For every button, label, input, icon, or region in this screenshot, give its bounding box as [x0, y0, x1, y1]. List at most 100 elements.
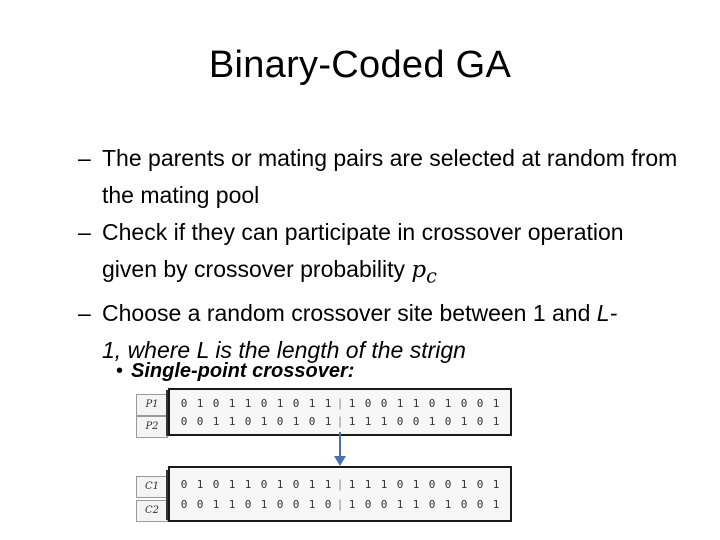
- bit: 1: [428, 414, 436, 428]
- bit: 0: [380, 497, 388, 511]
- bit: 1: [244, 396, 252, 410]
- bit: 1: [308, 396, 316, 410]
- sub-bullet-single-point: • Single-point crossover:: [116, 360, 354, 383]
- bit: 1: [444, 497, 452, 511]
- bit: 0: [444, 477, 452, 491]
- crossover-site-separator: |: [338, 396, 342, 410]
- bit: 1: [212, 414, 220, 428]
- bit: 1: [260, 497, 268, 511]
- bit: 0: [428, 477, 436, 491]
- bit: 1: [412, 477, 420, 491]
- bit: 0: [428, 497, 436, 511]
- label-bracket: [166, 390, 168, 436]
- bit: 0: [364, 396, 372, 410]
- label-c2: C2: [136, 500, 168, 522]
- crossover-site-separator: |: [338, 414, 342, 428]
- bit: 1: [196, 396, 204, 410]
- bit: 0: [476, 396, 484, 410]
- crossover-site-separator: |: [338, 497, 342, 511]
- bit: 0: [428, 396, 436, 410]
- bit: 1: [276, 396, 284, 410]
- bit: 0: [244, 414, 252, 428]
- bit: 0: [180, 396, 188, 410]
- bit: 0: [476, 497, 484, 511]
- bit: 1: [412, 497, 420, 511]
- bit: 0: [180, 497, 188, 511]
- dash-marker: –: [78, 219, 91, 245]
- bit: 1: [492, 396, 500, 410]
- bit: 0: [244, 497, 252, 511]
- dash-marker: –: [78, 145, 91, 171]
- bit: 0: [460, 497, 468, 511]
- bit: 0: [412, 414, 420, 428]
- bit: 0: [444, 414, 452, 428]
- bit: 0: [476, 414, 484, 428]
- crossover-site-separator: |: [338, 477, 342, 491]
- bit: 1: [212, 497, 220, 511]
- bit: 0: [292, 477, 300, 491]
- bullet-var: L-: [596, 299, 618, 326]
- bit: 1: [196, 477, 204, 491]
- bit: 0: [324, 497, 332, 511]
- probability-symbol: pc: [411, 257, 436, 288]
- symbol-subscript: c: [426, 264, 437, 288]
- bit: 0: [180, 477, 188, 491]
- bit: 0: [212, 477, 220, 491]
- bit: 1: [228, 396, 236, 410]
- bit: 1: [444, 396, 452, 410]
- bit: 1: [348, 477, 356, 491]
- bit: 1: [412, 396, 420, 410]
- bit: 1: [292, 414, 300, 428]
- bullet-crossover-site: – Choose a random crossover site between…: [78, 295, 678, 369]
- bullet-parents-selection: – The parents or mating pairs are select…: [78, 140, 678, 214]
- bit: 1: [260, 414, 268, 428]
- bit: 1: [244, 477, 252, 491]
- bit: 1: [492, 477, 500, 491]
- bit: 1: [396, 497, 404, 511]
- bit: 1: [276, 477, 284, 491]
- bit: 1: [492, 414, 500, 428]
- bit: 1: [348, 396, 356, 410]
- bit: 1: [324, 396, 332, 410]
- bit: 0: [276, 414, 284, 428]
- arrow-shaft: [339, 432, 341, 458]
- bit: 0: [292, 396, 300, 410]
- bullet-rest: 1, where L is the length of the strign: [102, 336, 466, 363]
- bit: 1: [380, 477, 388, 491]
- bullet-text: Choose a random crossover site between 1…: [102, 299, 597, 326]
- dash-marker: –: [78, 299, 91, 326]
- bit: 0: [460, 396, 468, 410]
- bit: 0: [180, 414, 188, 428]
- bit: 0: [196, 414, 204, 428]
- sub-bullet-text: Single-point crossover:: [131, 360, 355, 382]
- bit: 0: [212, 396, 220, 410]
- bit: 1: [380, 414, 388, 428]
- bit: 1: [364, 414, 372, 428]
- bullet-dot: •: [116, 360, 124, 382]
- bit: 0: [260, 477, 268, 491]
- label-c1: C1: [136, 476, 168, 498]
- bullet-crossover-probability: – Check if they can participate in cross…: [78, 214, 678, 295]
- bit: 0: [396, 477, 404, 491]
- bit: 0: [308, 414, 316, 428]
- bullet-text: The parents or mating pairs are selected…: [102, 145, 678, 208]
- bit: 1: [324, 414, 332, 428]
- bit: 1: [396, 396, 404, 410]
- bit: 0: [364, 497, 372, 511]
- bit: 1: [228, 414, 236, 428]
- bit: 1: [228, 477, 236, 491]
- bit: 0: [476, 477, 484, 491]
